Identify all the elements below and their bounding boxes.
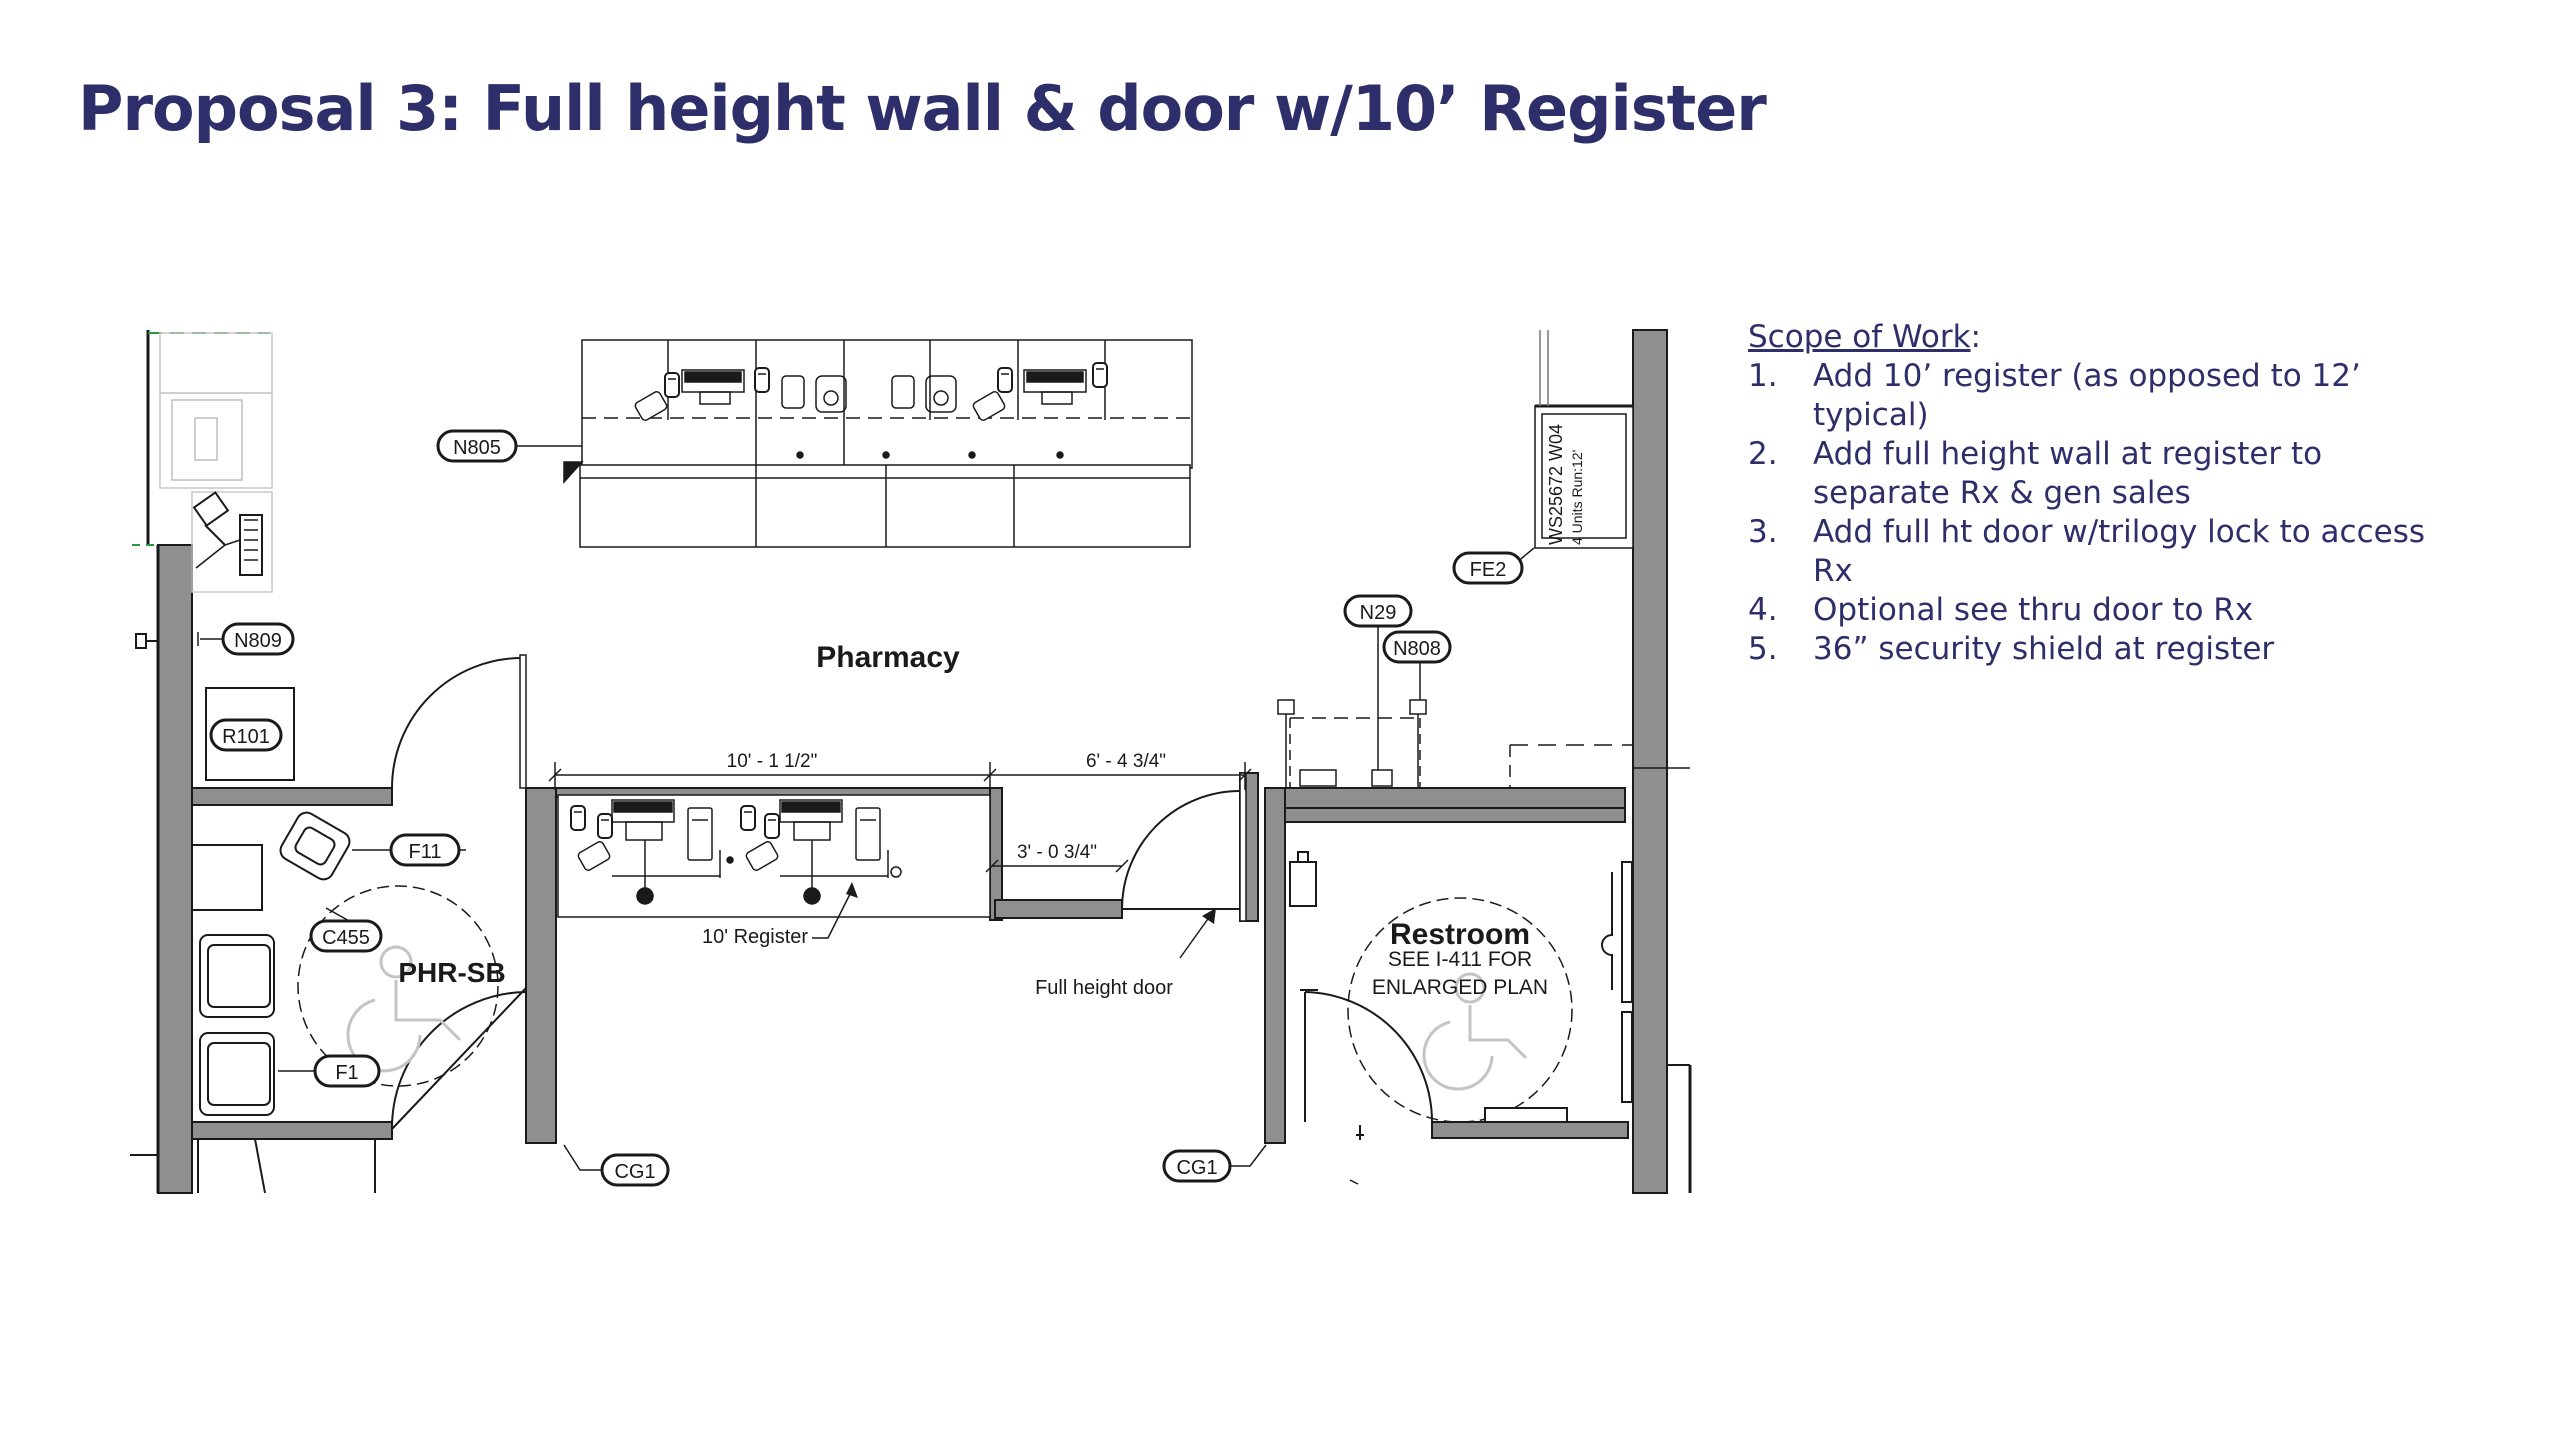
room-label-phr-sb: PHR-SB [398,957,505,988]
tag-n809: N809 [234,630,282,652]
scope-list: 1. Add 10’ register (as opposed to 12’ ty… [1748,357,2448,669]
room-label-restroom: Restroom [1390,918,1530,951]
scope-item-number: 5. [1748,631,1778,667]
scope-item-number: 1. [1748,358,1778,394]
restroom-note-line-1: SEE I-411 FOR [1388,948,1532,971]
tag-r101: R101 [222,726,270,748]
callout-full-height-door: Full height door [1035,977,1173,999]
tag-ovals [209,429,1524,1187]
dimension-wall-segment: 6' - 4 3/4" [1086,751,1166,772]
scope-item: 5. 36” security shield at register [1748,630,2448,669]
scope-item-number: 4. [1748,592,1778,628]
dimension-register-width: 10' - 1 1/2" [727,751,818,772]
scope-heading-colon: : [1970,319,1981,355]
scope-item: 3. Add full ht door w/trilogy lock to acc… [1748,513,2448,591]
wall [157,329,1668,1194]
tag-n808: N808 [1393,638,1441,660]
dimension-lines [548,762,1252,873]
pharmacy-casework [563,339,1193,548]
tag-f1: F1 [335,1062,358,1084]
scope-item-text: Add 10’ register (as opposed to 12’ typi… [1813,358,2361,433]
equipment-label-line-1: WS25672 W04 [1546,424,1566,545]
leader-arrowhead [1202,908,1216,924]
tag-cg1-left: CG1 [614,1161,655,1183]
bottom-partitions [130,633,376,1194]
tag-fe2: FE2 [1470,559,1507,581]
scope-item: 2. Add full height wall at register to se… [1748,435,2448,513]
scope-item-number: 3. [1748,514,1778,550]
scope-item-text: Add full ht door w/trilogy lock to acces… [1813,514,2426,589]
scope-heading: Scope of Work [1748,319,1971,355]
door-swings [390,654,1433,1130]
tag-n805: N805 [453,437,501,459]
scope-item: 1. Add 10’ register (as opposed to 12’ ty… [1748,357,2448,435]
register-counter [557,794,991,918]
accessible-symbol-icon [1422,972,1528,1091]
dimension-door-width: 3' - 0 3/4" [1017,842,1097,863]
scope-item-text: Optional see thru door to Rx [1813,592,2254,628]
tag-cg1-right: CG1 [1176,1157,1217,1179]
scope-item-number: 2. [1748,436,1778,472]
restroom-fixtures [1289,851,1633,1123]
upper-right-equipment [1277,330,1690,1185]
leader-arrowhead [846,882,858,898]
callout-register: 10' Register [702,926,808,948]
restroom-note-line-2: ENLARGED PLAN [1372,976,1548,999]
equipment-label-line-2: 4 Units Run:12' [1569,450,1585,545]
equipment-area [132,332,273,593]
room-label-pharmacy: Pharmacy [816,641,960,674]
scope-heading-row: Scope of Work: [1748,318,2448,357]
tag-c455: C455 [322,927,370,949]
tag-f11: F11 [409,841,442,863]
scope-item: 4. Optional see thru door to Rx [1748,591,2448,630]
scope-item-text: 36” security shield at register [1813,631,2275,667]
slide-title: Proposal 3: Full height wall & door w/10… [78,72,1767,145]
scope-of-work: Scope of Work: 1. Add 10’ register (as op… [1748,318,2448,669]
scope-item-text: Add full height wall at register to sepa… [1813,436,2323,511]
tag-n29: N29 [1360,602,1397,624]
